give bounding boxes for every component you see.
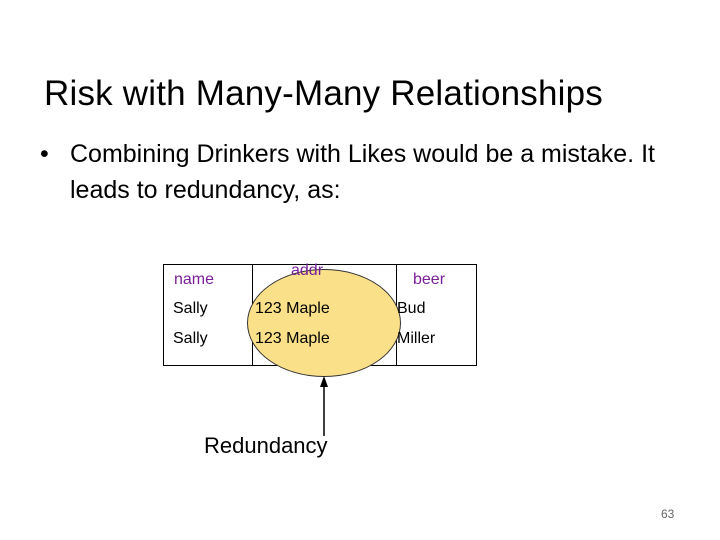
redundancy-highlight-ellipse xyxy=(247,269,401,377)
table-cell-addr: 123 Maple xyxy=(255,330,330,347)
table-cell-addr: 123 Maple xyxy=(255,300,330,317)
table-cell-name: Sally xyxy=(173,300,208,317)
table-cell-name: Sally xyxy=(173,330,208,347)
slide-title: Risk with Many-Many Relationships xyxy=(44,74,604,113)
page-number: 63 xyxy=(661,507,675,521)
table-cell-beer: Bud xyxy=(397,300,426,317)
redundancy-label: Redundancy xyxy=(204,433,328,458)
header-addr: addr xyxy=(291,262,324,279)
header-beer: beer xyxy=(413,271,446,288)
bullet-text: Combining Drinkers with Likes would be a… xyxy=(70,140,655,204)
bullet-dot: • xyxy=(40,140,49,168)
table-cell-beer: Miller xyxy=(397,330,436,347)
bullet-item: • Combining Drinkers with Likes would be… xyxy=(40,136,680,208)
header-name: name xyxy=(174,271,215,288)
